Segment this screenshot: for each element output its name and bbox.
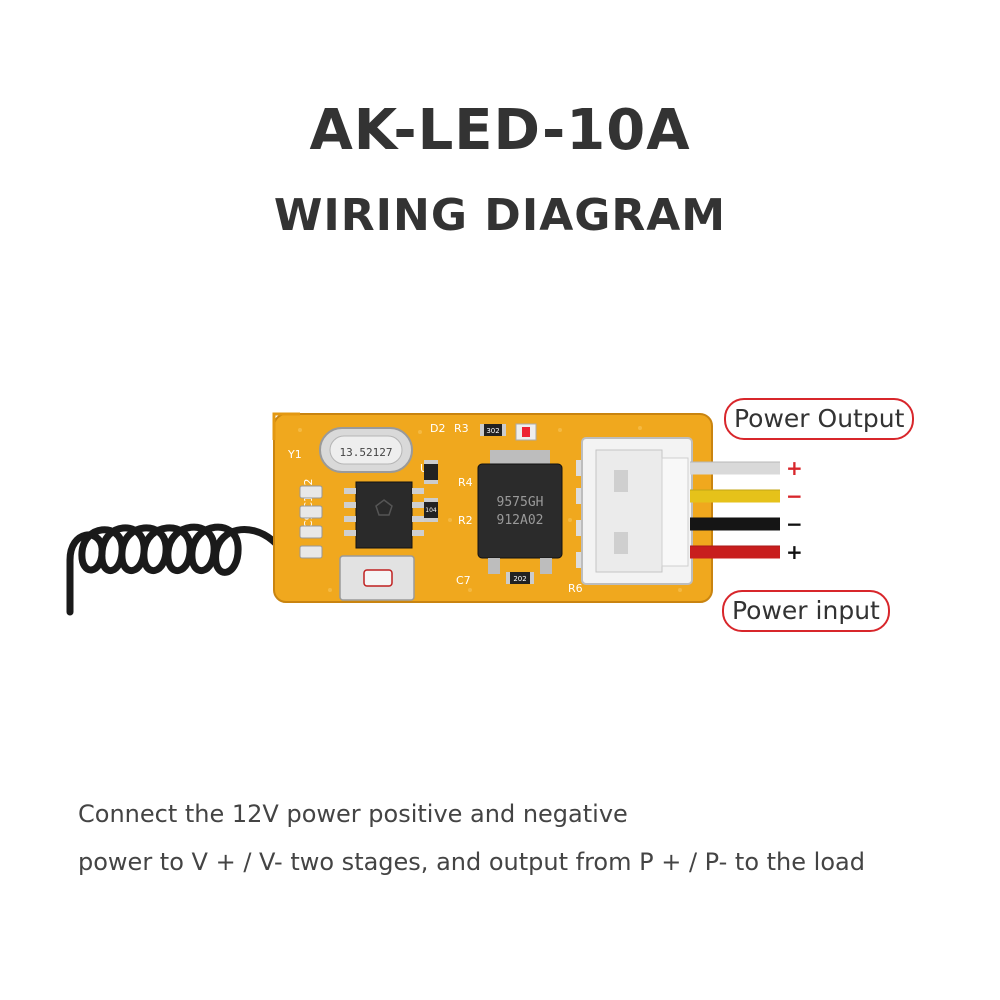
- label-d2: D2: [430, 422, 445, 435]
- wire-sign-3: −: [786, 512, 803, 536]
- crystal-label: 13.52127: [340, 446, 393, 459]
- diagram-subtitle: WIRING DIAGRAM: [273, 190, 727, 241]
- led: [515, 423, 537, 441]
- label-y1: Y1: [287, 448, 302, 461]
- ic-chip: [344, 481, 424, 549]
- wire-connector: [581, 437, 693, 585]
- label-r2: R2: [458, 514, 473, 527]
- wire-sign-1: +: [786, 456, 803, 480]
- mosfet-label-1: 9575GH: [497, 495, 544, 510]
- pcb-board: 13.52127 Y1 U2 D2 R3 R2 R4 R6 C9 C1 L2 C…: [272, 412, 713, 603]
- r202-label: 202: [513, 575, 526, 583]
- mosfet-label-2: 912A02: [497, 513, 544, 528]
- wire-sign-2: −: [786, 484, 803, 508]
- label-r3: R3: [454, 422, 469, 435]
- wiring-diagram: 13.52127 Y1 U2 D2 R3 R2 R4 R6 C9 C1 L2 C…: [66, 412, 803, 616]
- label-r6: R6: [568, 582, 583, 595]
- mosfet: 9575GH 912A02: [477, 450, 563, 574]
- crystal-oscillator: 13.52127: [319, 427, 413, 473]
- power-output-callout: Power Output: [724, 398, 915, 440]
- label-r4: R4: [458, 476, 473, 489]
- r104-label: 104: [425, 507, 437, 514]
- power-input-callout: Power input: [722, 590, 890, 632]
- label-c7: C7: [456, 574, 471, 587]
- wire-sign-4: +: [786, 540, 803, 564]
- wires: + − − +: [690, 456, 803, 564]
- left-capacitors: [299, 485, 323, 559]
- r302-label: 302: [486, 427, 499, 435]
- product-title: AK-LED-10A: [309, 98, 691, 163]
- push-button: [339, 555, 415, 601]
- description-line-1: Connect the 12V power positive and negat…: [78, 800, 628, 828]
- description-line-2: power to V + / V- two stages, and output…: [78, 848, 865, 876]
- antenna-coil: [66, 523, 322, 616]
